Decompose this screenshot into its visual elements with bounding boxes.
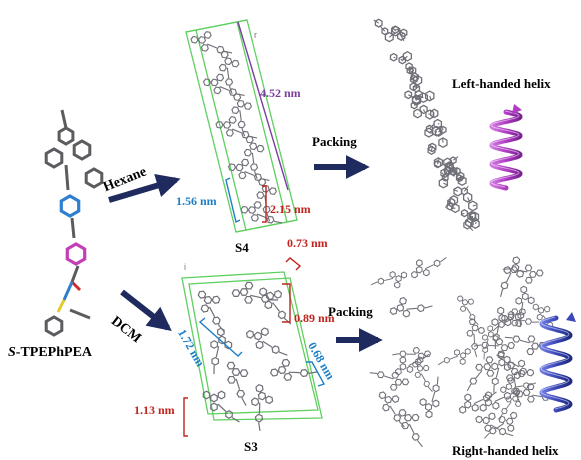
right-helix-icon (539, 312, 576, 413)
s3-bottom-dimension: 1.13 nm (134, 403, 175, 417)
s3-top-dimension: 0.73 nm (287, 236, 328, 250)
s3-diag-dimension: 1.72 nm (175, 327, 207, 369)
right-helix-label: Right-handed helix (452, 443, 559, 458)
compound-label: S-TPEPhPEA (8, 345, 93, 360)
s3-unit-cell (181, 271, 323, 432)
dcm-packing-image (369, 256, 558, 448)
hexane-packing-image (373, 18, 480, 232)
s4-width-dimension: 1.56 nm (176, 194, 217, 208)
compound-prefix: S (8, 345, 16, 360)
compound-rest: -TPEPhPEA (16, 345, 93, 360)
hexane-arrow (108, 173, 181, 203)
dcm-solvent-label: DCM (108, 314, 144, 346)
dcm-packing-label: Packing (328, 304, 373, 319)
s4-axis-mark: r (254, 30, 257, 40)
s3-crystal-label: S3 (244, 439, 258, 454)
s3-axis-mark: i (184, 262, 186, 272)
s3-top-bracket (285, 257, 302, 271)
s3-bottom-bracket (183, 397, 188, 437)
s4-unit-cell (185, 19, 298, 233)
s4-long-bracket (237, 21, 289, 191)
left-helix-icon (489, 104, 523, 191)
left-helix-label: Left-handed helix (452, 76, 551, 91)
hexane-packing-label: Packing (312, 134, 357, 149)
molecule-structure (44, 109, 104, 337)
dcm-arrow (120, 289, 172, 331)
s3-right-dimension: 0.89 nm (294, 311, 335, 325)
s4-short-bracket (262, 185, 267, 223)
s4-width-bracket (225, 177, 241, 224)
s4-short-dimension: 2.15 nm (270, 202, 311, 216)
s3-right-bracket (282, 283, 291, 323)
s4-long-dimension: 4.52 nm (260, 86, 301, 100)
s3-diag-bracket (198, 317, 243, 357)
s3-side-bracket (306, 361, 326, 387)
s4-crystal-label: S4 (235, 240, 249, 255)
